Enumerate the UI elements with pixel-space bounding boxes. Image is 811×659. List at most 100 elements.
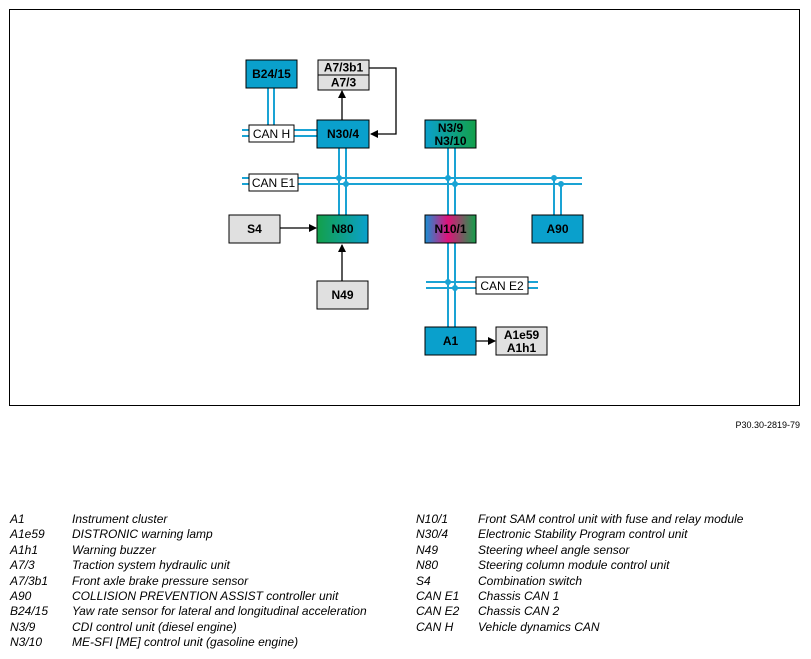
legend-row: A7/3 Traction system hydraulic unit — [10, 558, 405, 573]
junction-dot — [551, 175, 557, 181]
legend-row: N49 Steering wheel angle sensor — [416, 543, 806, 558]
legend-row: CAN E1 Chassis CAN 1 — [416, 589, 806, 604]
legend-row: S4 Combination switch — [416, 574, 806, 589]
node-n3-10-label: N3/10 — [434, 134, 466, 148]
legend-code: N3/10 — [10, 635, 43, 650]
legend-code: N10/1 — [416, 512, 449, 526]
node-n10-1-label: N10/1 — [434, 222, 466, 236]
legend-description: Yaw rate sensor for lateral and longitud… — [72, 604, 367, 619]
legend-description: Front SAM control unit with fuse and rel… — [478, 512, 744, 526]
node-n80: N80 — [316, 214, 369, 244]
legend-row: CAN H Vehicle dynamics CAN — [416, 620, 806, 635]
legend-code: N3/9 — [10, 619, 36, 634]
legend-row: A1h1 Warning buzzer — [10, 543, 405, 558]
node-a90-label: A90 — [546, 222, 568, 236]
network-diagram: CAN H CAN E1 CAN E2 B24/15 A7/3b1 A7/3 N… — [228, 59, 584, 356]
bus-label-can-e1: CAN E1 — [248, 173, 299, 192]
legend-description: ME-SFI [ME] control unit (gasoline engin… — [72, 635, 299, 650]
junction-dots — [265, 127, 564, 291]
figure-reference: P30.30-2819-79 — [735, 420, 800, 430]
legend-row: A90 COLLISION PREVENTION ASSIST controlle… — [10, 589, 405, 604]
legend-code: N30/4 — [416, 527, 449, 542]
legend-code: B24/15 — [10, 604, 49, 619]
node-n3-9-n3-10: N3/9 N3/10 — [424, 119, 477, 149]
legend-row: N80 Steering column module control unit — [416, 558, 806, 573]
legend-description: Chassis CAN 2 — [478, 604, 560, 619]
legend-row: N3/10 ME-SFI [ME] control unit (gasoline … — [10, 635, 405, 650]
legend-code: A7/3b1 — [10, 573, 49, 588]
node-b24-15: B24/15 — [245, 59, 298, 89]
node-a1: A1 — [424, 326, 477, 356]
legend-description: Front axle brake pressure sensor — [72, 573, 249, 588]
legend-code: A1 — [10, 512, 25, 526]
node-b24-15-label: B24/15 — [252, 67, 291, 81]
signal-arrows — [280, 67, 496, 345]
node-n10-1: N10/1 — [424, 214, 477, 244]
junction-dot — [452, 181, 458, 187]
junction-dot — [452, 285, 458, 291]
legend-code: A1e59 — [10, 527, 45, 542]
node-a7-3: A7/3 — [317, 74, 370, 91]
legend-code: A1h1 — [10, 542, 39, 557]
can-h-label: CAN H — [253, 127, 290, 141]
legend-description: Instrument cluster — [72, 512, 168, 526]
node-a1-label: A1 — [443, 334, 459, 348]
legend-description: Combination switch — [478, 573, 583, 588]
legend-description: COLLISION PREVENTION ASSIST controller u… — [72, 588, 339, 603]
legend-row: CAN E2 Chassis CAN 2 — [416, 604, 806, 619]
legend-description: CDI control unit (diesel engine) — [72, 619, 237, 634]
legend-row: A1e59 DISTRONIC warning lamp — [10, 527, 405, 542]
legend-description: Warning buzzer — [72, 542, 156, 557]
legend-description: Steering wheel angle sensor — [478, 542, 630, 557]
junction-dot — [343, 181, 349, 187]
legend-row: B24/15 Yaw rate sensor for lateral and lo… — [10, 604, 405, 619]
node-s4: S4 — [228, 214, 281, 244]
junction-dot — [445, 279, 451, 285]
legend-description: Electronic Stability Program control uni… — [478, 527, 688, 542]
node-n3-9-label: N3/9 — [438, 121, 464, 135]
legend-row: N3/9 CDI control unit (diesel engine) — [10, 620, 405, 635]
bus-label-can-h: CAN H — [248, 124, 295, 143]
node-s4-label: S4 — [247, 222, 262, 236]
node-a7-3-label: A7/3 — [331, 76, 357, 90]
legend-code: CAN H — [416, 619, 454, 634]
legend-code: N49 — [416, 542, 439, 557]
diagram-frame — [9, 9, 800, 406]
legend-row: A1 Instrument cluster — [10, 512, 405, 527]
legend-description: DISTRONIC warning lamp — [72, 527, 213, 542]
legend-description: Vehicle dynamics CAN — [478, 619, 600, 634]
junction-dot — [336, 175, 342, 181]
legend-description: Chassis CAN 1 — [478, 588, 560, 603]
legend-row: N30/4 Electronic Stability Program contro… — [416, 527, 806, 542]
junction-dot — [558, 181, 564, 187]
legend-right: N10/1 Front SAM control unit with fuse an… — [416, 512, 806, 635]
node-a7-3b1: A7/3b1 — [317, 59, 370, 76]
legend-row: N10/1 Front SAM control unit with fuse an… — [416, 512, 806, 527]
legend-description: Traction system hydraulic unit — [72, 558, 230, 573]
node-a90: A90 — [531, 214, 584, 244]
node-n30-4: N30/4 — [316, 119, 370, 149]
legend-code: A90 — [10, 588, 32, 603]
legend-code: CAN E1 — [416, 588, 460, 603]
node-n49-label: N49 — [331, 288, 353, 302]
bus-label-can-e2: CAN E2 — [475, 276, 529, 295]
legend-code: CAN E2 — [416, 604, 460, 619]
legend-description: Steering column module control unit — [478, 558, 670, 573]
node-a7-3b1-label: A7/3b1 — [324, 61, 364, 75]
node-a1h1-label: A1h1 — [507, 341, 537, 355]
node-n80-label: N80 — [331, 222, 353, 236]
legend-code: A7/3 — [10, 558, 35, 573]
legend-code: S4 — [416, 573, 431, 588]
arrow-a7b1-to-n30 — [369, 67, 397, 138]
bus-lines — [242, 88, 582, 327]
node-a1e59-a1h1: A1e59 A1h1 — [495, 326, 548, 356]
can-e2-label: CAN E2 — [480, 279, 524, 293]
legend-code: N80 — [416, 558, 439, 573]
node-n49: N49 — [316, 280, 369, 310]
legend-row: A7/3b1 Front axle brake pressure sensor — [10, 574, 405, 589]
junction-dot — [445, 175, 451, 181]
can-e1-label: CAN E1 — [252, 176, 296, 190]
node-n30-4-label: N30/4 — [327, 127, 359, 141]
node-a1e59-label: A1e59 — [504, 328, 540, 342]
